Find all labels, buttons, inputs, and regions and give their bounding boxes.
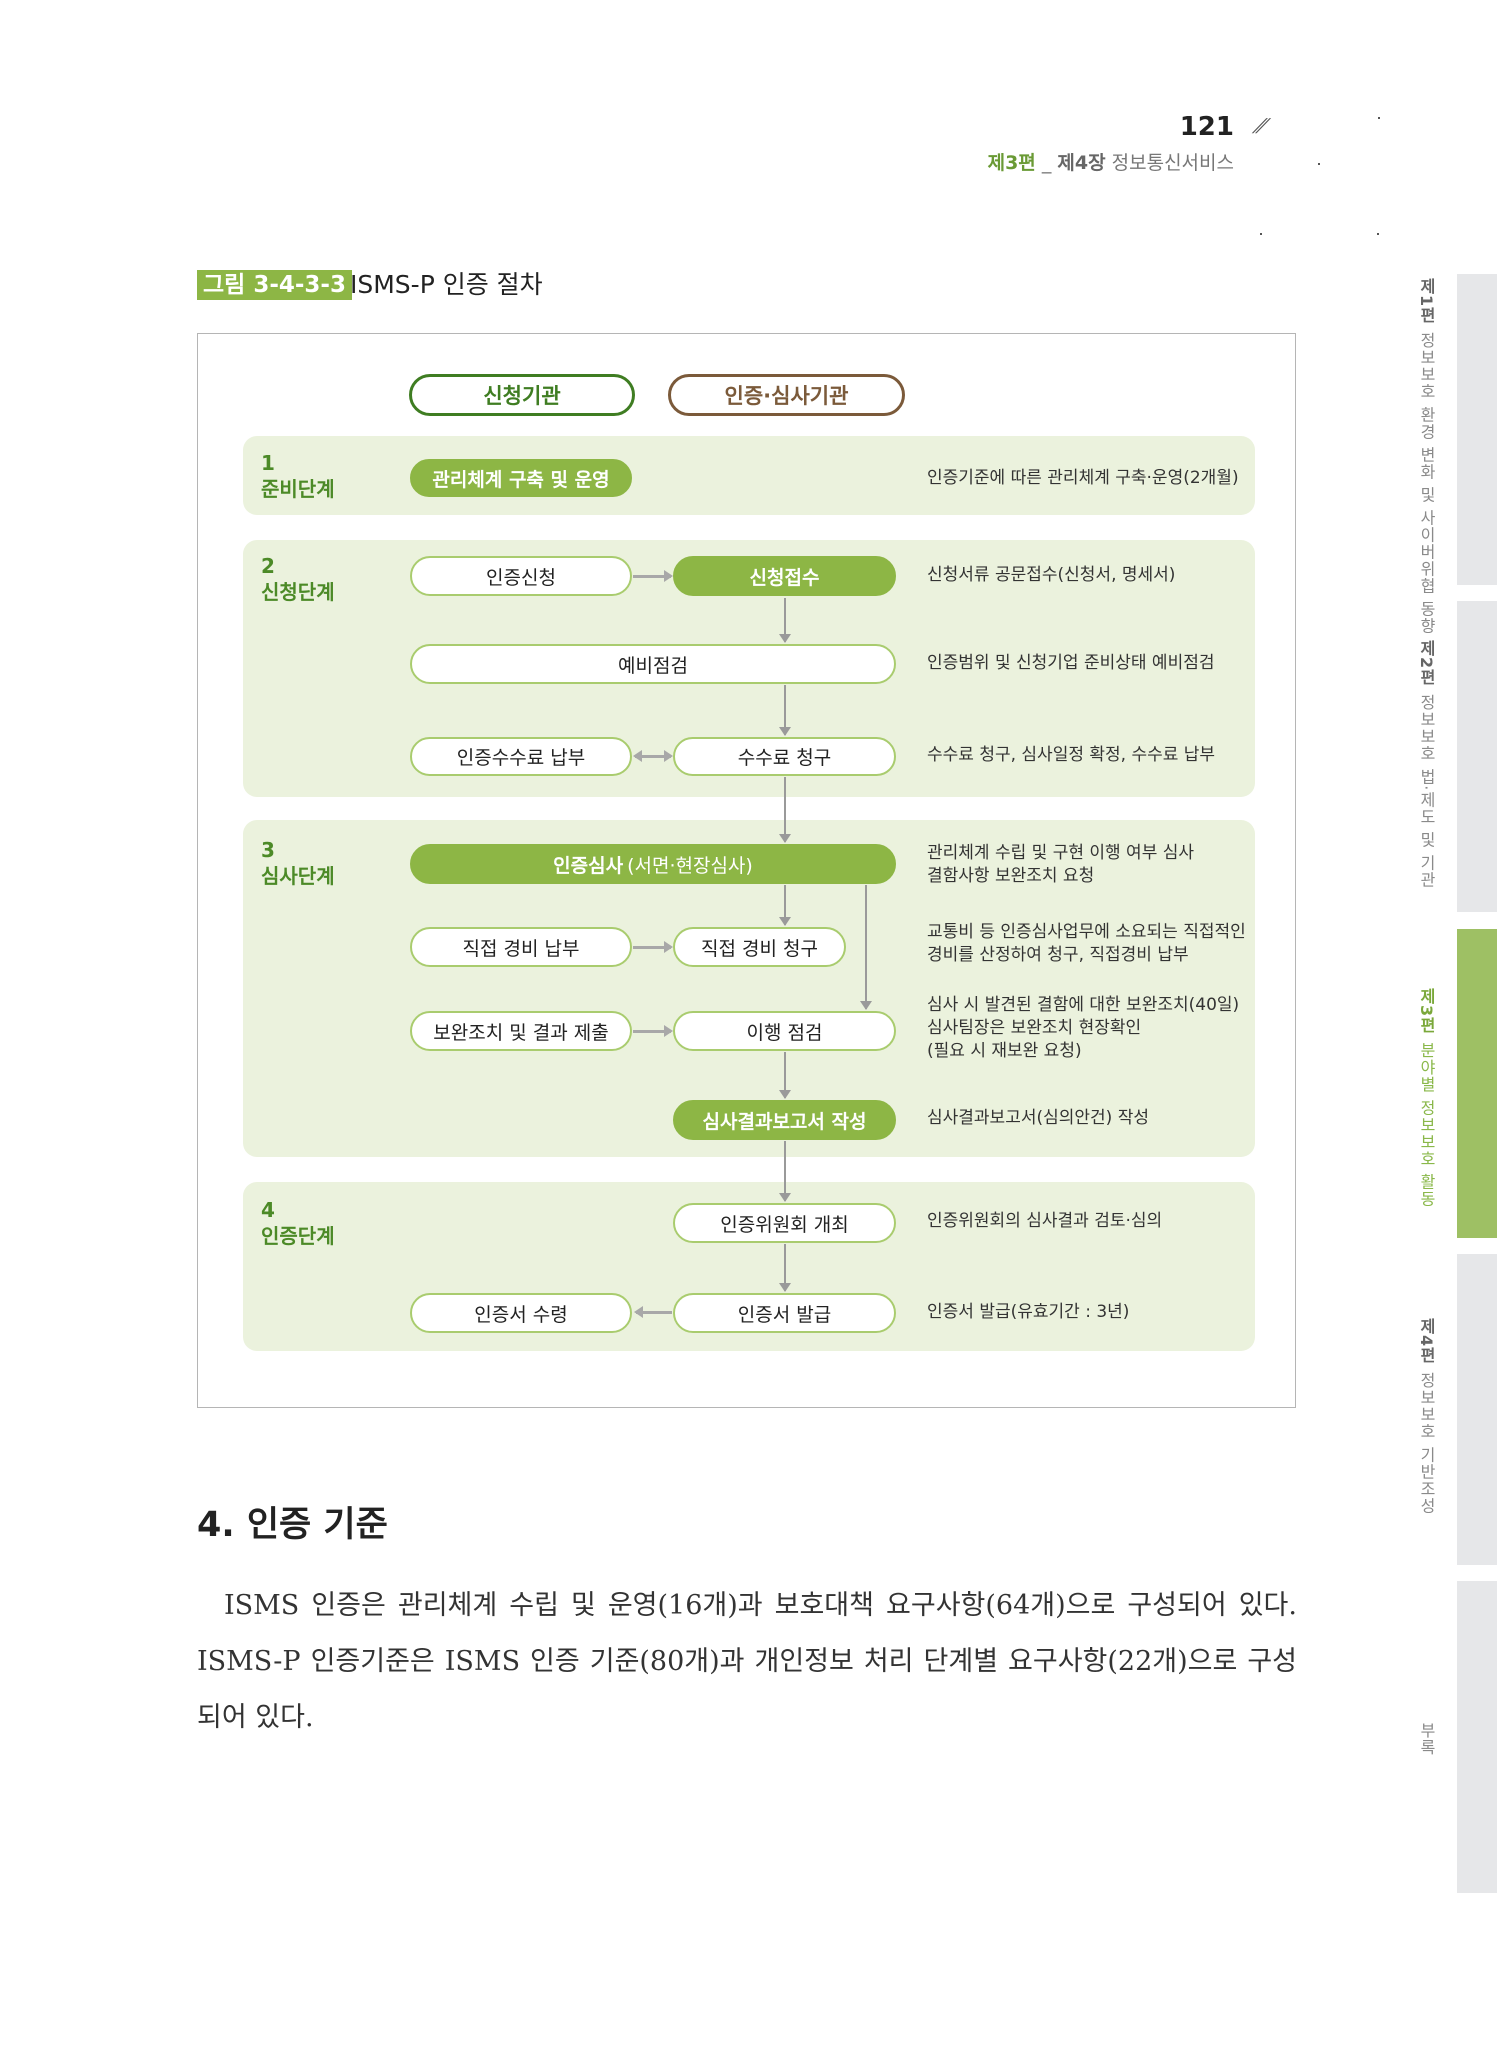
tab-title: 정보보호 기반조성 [1417,1372,1436,1515]
stage-num: 2 [261,554,275,578]
legend-applicant: 신청기관 [409,374,635,416]
stage-name: 준비단계 [261,477,335,501]
step-precheck: 예비점검 [410,644,896,684]
dot-mark [1260,233,1262,235]
arrow-down [779,1141,791,1202]
figure-title: ISMS-P 인증 절차 [350,270,543,299]
tab-title: 정보보호 환경 변화 및 사이버위협 동향 [1417,332,1436,635]
note-line: 결함사항 보완조치 요청 [927,866,1095,886]
arrow-right [633,570,673,582]
step-submit-fix: 보완조치 및 결과 제출 [410,1011,632,1051]
running-header: 제3편 _ 제4장 정보통신서비스 [900,148,1234,175]
side-tab-part2[interactable] [1457,601,1497,912]
arrow-down [779,598,791,643]
note-issue: 인증서 발급(유효기간 : 3년) [927,1302,1130,1322]
tab-part: 제1편 [1417,278,1436,325]
note-verify: 심사 시 발견된 결함에 대한 보완조치(40일) 심사팀장은 보완조치 현장확인… [927,994,1239,1063]
dot-mark [1378,117,1380,119]
stage-name: 인증단계 [261,1224,335,1248]
dot-mark [1318,163,1320,165]
side-tab-part1[interactable] [1457,274,1497,585]
note-line: 경비를 산정하여 청구, 직접경비 납부 [927,945,1189,965]
step-receive: 신청접수 [673,556,896,596]
note-fee: 수수료 청구, 심사일정 확정, 수수료 납부 [927,745,1216,765]
step-bill-direct: 직접 경비 청구 [673,927,846,967]
audit-label: 인증심사 [553,854,624,877]
note-precheck: 인증범위 및 신청기업 준비상태 예비점검 [927,653,1215,673]
stage-num: 1 [261,451,275,475]
dot-mark [1377,233,1379,235]
step-pay-direct: 직접 경비 납부 [410,927,632,967]
figure-tag: 그림 3-4-3-3 [197,270,352,300]
slash-mark-icon: ⁄⁄ [1253,114,1270,138]
arrow-down [779,685,791,736]
note-line: 관리체계 수립 및 구현 이행 여부 심사 [927,843,1195,863]
arrow-down [779,1052,791,1099]
step-build: 관리체계 구축 및 운영 [410,459,632,497]
part-label: 제3편 [987,152,1036,174]
separator: _ [1041,152,1052,174]
chapter-label: 제4장 [1057,152,1106,174]
page-number: 121 [1179,112,1234,142]
arrow-left [634,1306,672,1318]
side-tab-part4[interactable] [1457,1254,1497,1565]
note-line: 심사팀장은 보완조치 현장확인 [927,1018,1142,1038]
arrow-down [779,1244,791,1292]
note-build: 인증기준에 따른 관리체계 구축·운영(2개월) [927,468,1239,488]
arrow-right [633,1025,673,1037]
arrow-right [633,941,673,953]
side-tab-part3[interactable] [1457,929,1497,1238]
stage-name: 심사단계 [261,864,335,888]
note-report: 심사결과보고서(심의안건) 작성 [927,1108,1149,1128]
step-bill-fee: 수수료 청구 [673,737,896,776]
step-pay-fee: 인증수수료 납부 [410,737,632,776]
stage-name: 신청단계 [261,580,335,604]
step-audit: 인증심사(서면·현장심사) [410,844,896,884]
chapter-title: 정보통신서비스 [1111,152,1234,174]
tab-part: 제2편 [1417,640,1436,687]
note-line: 심사 시 발견된 결함에 대한 보완조치(40일) [927,995,1240,1015]
arrow-bidirectional [633,750,673,762]
tab-title: 분야별 정보보호 활동 [1417,1042,1436,1208]
side-tab-part2-label[interactable]: 제2편정보보호 법·제도 및 기관 [1414,640,1438,888]
tab-title: 정보보호 법·제도 및 기관 [1417,694,1436,889]
stage-num: 4 [261,1198,275,1222]
step-committee: 인증위원회 개최 [673,1203,896,1243]
note-line: 교통비 등 인증심사업무에 소요되는 직접적인 [927,922,1246,942]
note-line: (필요 시 재보완 요청) [927,1041,1082,1061]
arrow-down [779,777,791,843]
note-receive: 신청서류 공문접수(신청서, 명세서) [927,565,1176,585]
step-report: 심사결과보고서 작성 [673,1100,896,1140]
arrow-down [779,885,791,926]
note-committee: 인증위원회의 심사결과 검토·심의 [927,1211,1163,1231]
tab-title: 부록 [1417,1722,1436,1756]
step-issue-cert: 인증서 발급 [673,1293,896,1333]
side-tab-appendix[interactable] [1457,1581,1497,1893]
tab-part: 제3편 [1417,988,1436,1035]
arrow-down [860,885,872,1010]
side-tab-part4-label[interactable]: 제4편정보보호 기반조성 [1414,1318,1438,1514]
side-tab-part1-label[interactable]: 제1편정보보호 환경 변화 및 사이버위협 동향 [1414,278,1438,635]
section-title: 4. 인증 기준 [197,1505,388,1545]
side-tab-part3-label[interactable]: 제3편분야별 정보보호 활동 [1414,988,1438,1207]
step-receive-cert: 인증서 수령 [410,1293,632,1333]
legend-certifier: 인증·심사기관 [668,374,905,416]
side-tab-appendix-label[interactable]: 부록 [1414,1722,1438,1756]
audit-sub-label: (서면·현장심사) [627,854,753,877]
step-apply: 인증신청 [410,556,632,596]
body-paragraph: ISMS 인증은 관리체계 수립 및 운영(16개)과 보호대책 요구사항(64… [197,1590,1297,1733]
step-verify: 이행 점검 [673,1011,896,1051]
diagram-frame [197,333,1296,1408]
tab-part: 제4편 [1417,1318,1436,1365]
stage-num: 3 [261,838,275,862]
